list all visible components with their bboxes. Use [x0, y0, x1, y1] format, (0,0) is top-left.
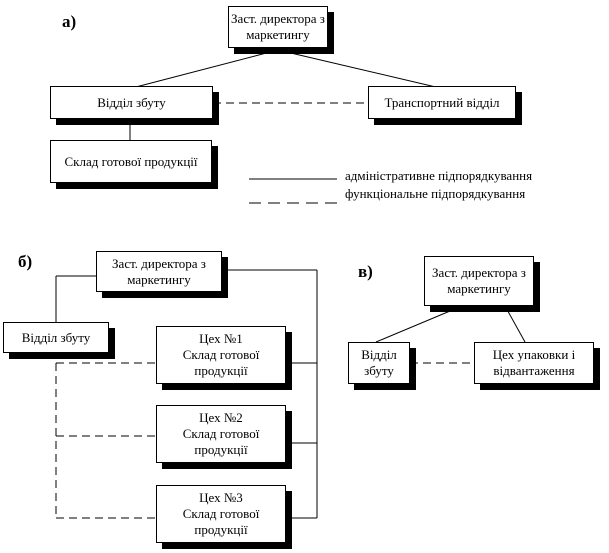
c-sales-box: Відділ збуту [348, 342, 410, 384]
c-director-box: Заст. директора з маркетингу [424, 256, 534, 306]
section-b-label: б) [18, 252, 33, 271]
b-shop2-box: Цех №2 Склад готової продукції [156, 405, 286, 463]
line-c-director-packaging [504, 305, 526, 343]
line-c-director-sales [375, 305, 463, 343]
section-a-label: а) [62, 12, 77, 31]
c-packaging-box: Цех упаковки і відвантаження [474, 342, 594, 384]
a-transport-box: Транспортний відділ [368, 86, 516, 119]
line-a-director-sales [131, 49, 279, 89]
a-warehouse-box: Склад готової продукції [50, 140, 212, 183]
b-director-box: Заст. директора з маркетингу [96, 251, 222, 292]
a-director-box: Заст. директора з маркетингу [228, 6, 328, 48]
section-c-label: в) [358, 262, 373, 281]
b-sales-box: Відділ збуту [3, 322, 109, 353]
a-sales-box: Відділ збуту [50, 86, 213, 119]
b-shop1-box: Цех №1 Склад готової продукції [156, 326, 286, 384]
line-a-director-transport [277, 49, 441, 89]
legend-admin-text: адміністративне підпорядкування [345, 168, 533, 183]
legend-functional-text: функціональне підпорядкування [345, 186, 526, 201]
b-shop3-box: Цех №3 Склад готової продукції [156, 485, 286, 543]
